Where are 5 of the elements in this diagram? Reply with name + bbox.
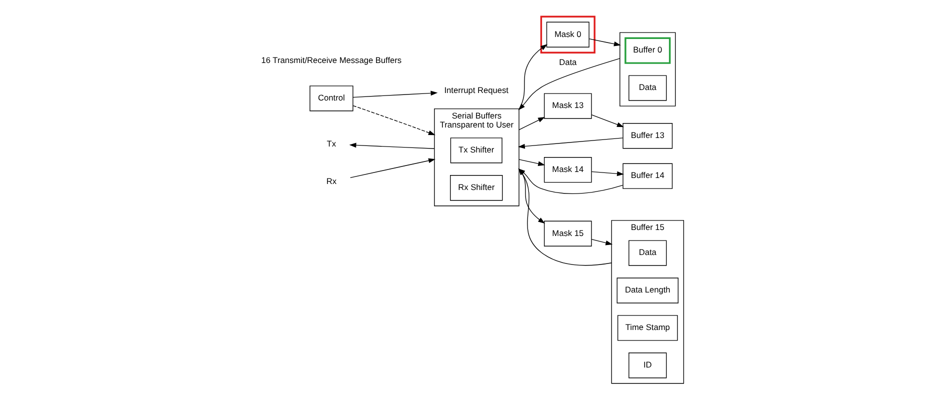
node-text: Rx — [326, 176, 337, 186]
node-text: Tx — [326, 138, 336, 148]
edge-label: Data — [559, 56, 577, 67]
node-text: Interrupt Request — [444, 84, 508, 95]
label: 16 Transmit/Receive Message Buffers — [261, 55, 402, 66]
